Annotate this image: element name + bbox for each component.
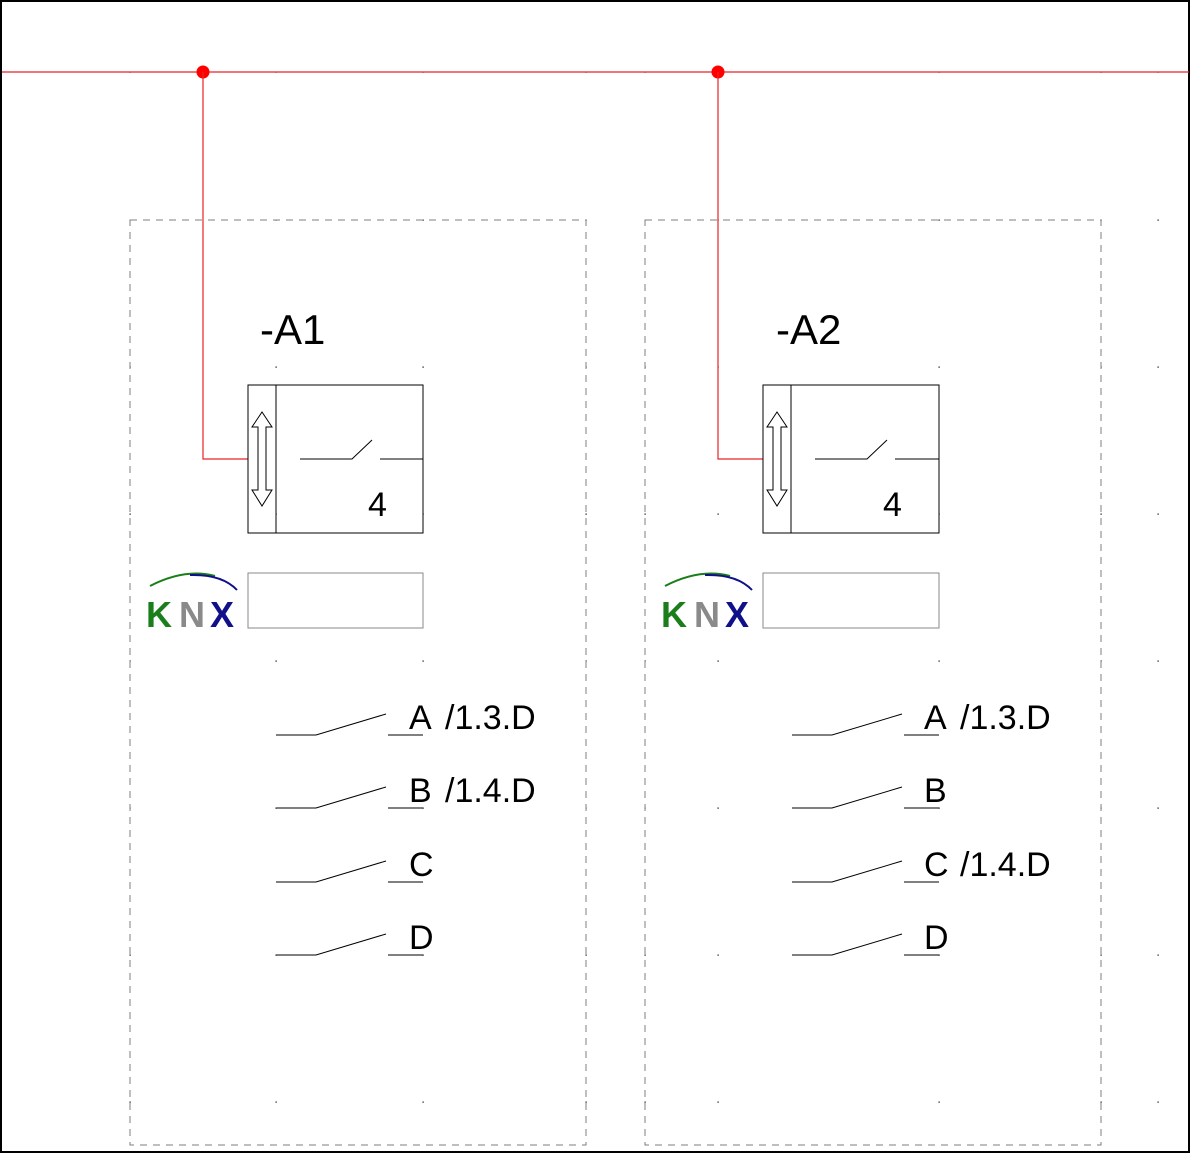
contact-letter: B [409, 772, 432, 810]
grid-dot [1100, 1101, 1102, 1103]
switch-contact-icon [815, 439, 888, 460]
contact-symbol-icon [792, 933, 903, 956]
channel-count: 4 [883, 486, 902, 524]
grid-dot [275, 1101, 277, 1103]
contact-letter: C [409, 846, 434, 884]
double-arrow-icon [766, 411, 788, 507]
knx-logo-icon: K N X [661, 572, 753, 635]
contact-symbol-icon [792, 786, 903, 809]
bus-tap-line [717, 72, 763, 460]
device-address-field[interactable] [762, 572, 940, 629]
contact-cross-reference[interactable]: /1.4.D [960, 846, 1051, 884]
bus-tap-line [202, 72, 248, 460]
grid-dots [129, 71, 1159, 1103]
grid-dot [717, 1101, 719, 1103]
contact-d[interactable]: D [792, 919, 949, 957]
grid-dot [1157, 219, 1159, 221]
grid-dot [717, 660, 719, 662]
module-a1[interactable]: -A1 4 K N X A /1.3.D [129, 65, 587, 1146]
grid-dot [1100, 954, 1102, 956]
device-symbol[interactable]: 4 [762, 384, 940, 534]
grid-dot [422, 1101, 424, 1103]
contact-list: A /1.3.D B C /1.4.D D [792, 699, 1051, 957]
grid-dot [422, 219, 424, 221]
grid-dot [717, 807, 719, 809]
knx-letter-n: N [179, 594, 205, 635]
knx-letter-x: X [210, 594, 234, 635]
knx-letter-n: N [694, 594, 720, 635]
module-tag: -A2 [776, 306, 841, 353]
switch-contact-icon [300, 439, 373, 460]
contact-cross-reference[interactable]: /1.4.D [445, 772, 536, 810]
grid-dot [275, 660, 277, 662]
contact-letter: A [924, 699, 947, 737]
grid-dot [1157, 660, 1159, 662]
grid-dot [275, 366, 277, 368]
grid-dot [1157, 366, 1159, 368]
grid-dot [585, 513, 587, 515]
contact-symbol-icon [276, 786, 387, 809]
contact-c[interactable]: C /1.4.D [792, 846, 1051, 884]
contact-a[interactable]: A /1.3.D [792, 699, 1051, 737]
contact-b[interactable]: B [792, 772, 947, 810]
channel-count: 4 [368, 486, 387, 524]
grid-dot [585, 1101, 587, 1103]
grid-dot [938, 219, 940, 221]
contact-b[interactable]: B /1.4.D [276, 772, 536, 810]
contact-symbol-icon [276, 933, 387, 956]
grid-dot [422, 660, 424, 662]
contact-list: A /1.3.D B /1.4.D C D [276, 699, 536, 957]
grid-dot [1157, 807, 1159, 809]
grid-dot [1157, 513, 1159, 515]
grid-dot [422, 366, 424, 368]
grid-dot [644, 954, 646, 956]
grid-dot [129, 513, 131, 515]
contact-symbol-icon [792, 860, 903, 883]
contact-d[interactable]: D [276, 919, 434, 957]
contact-letter: D [924, 919, 949, 957]
grid-dot [717, 513, 719, 515]
knx-letter-k: K [146, 594, 172, 635]
device-address-field[interactable] [247, 572, 424, 629]
contact-symbol-icon [792, 713, 903, 736]
grid-dot [938, 660, 940, 662]
contact-cross-reference[interactable]: /1.3.D [960, 699, 1051, 737]
grid-dot [1157, 954, 1159, 956]
contact-letter: B [924, 772, 947, 810]
module-a2[interactable]: -A2 4 K N X A /1.3.D [644, 65, 1102, 1146]
grid-dot [585, 954, 587, 956]
grid-dot [938, 1101, 940, 1103]
contact-symbol-icon [276, 713, 387, 736]
grid-dot [644, 1101, 646, 1103]
knx-letter-x: X [725, 594, 749, 635]
grid-dot [422, 954, 424, 956]
grid-dot [129, 1101, 131, 1103]
grid-dot [1100, 513, 1102, 515]
grid-dot [938, 954, 940, 956]
contact-c[interactable]: C [276, 846, 434, 884]
grid-dot [1157, 1101, 1159, 1103]
double-arrow-icon [251, 411, 273, 507]
contact-cross-reference[interactable]: /1.3.D [445, 699, 536, 737]
module-tag: -A1 [260, 306, 325, 353]
grid-dot [644, 513, 646, 515]
module-border-a1 [129, 219, 587, 1146]
device-symbol[interactable]: 4 [247, 384, 424, 534]
contact-symbol-icon [276, 860, 387, 883]
grid-dot [938, 366, 940, 368]
contact-a[interactable]: A /1.3.D [276, 699, 536, 737]
knx-letter-k: K [661, 594, 687, 635]
grid-dot [938, 807, 940, 809]
contact-letter: A [409, 699, 432, 737]
grid-dot [129, 954, 131, 956]
module-border-a2 [644, 219, 1102, 1146]
grid-dot [422, 807, 424, 809]
contact-letter: C [924, 846, 949, 884]
contact-letter: D [409, 919, 434, 957]
knx-logo-icon: K N X [146, 572, 238, 635]
grid-dot [717, 954, 719, 956]
